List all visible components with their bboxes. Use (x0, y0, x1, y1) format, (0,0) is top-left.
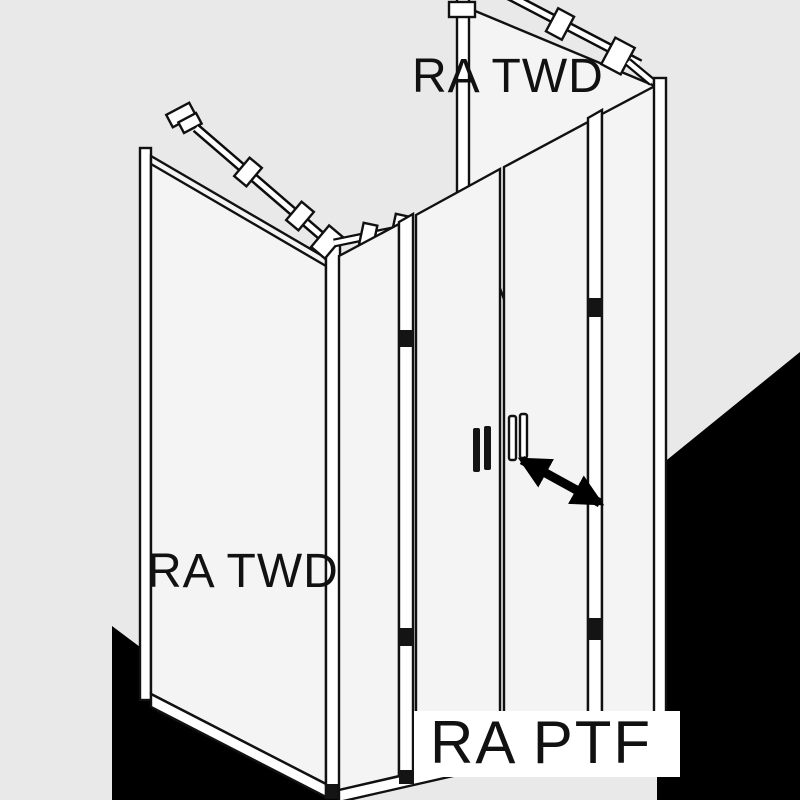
door-swing-arrow-icon (517, 456, 605, 507)
door-post-left (397, 211, 415, 783)
wall-bracket-icon (447, 0, 477, 19)
glass-top-edge (150, 162, 327, 268)
glass-clamp-icon (309, 223, 345, 261)
handle-bar (507, 414, 518, 462)
hinge-icon (400, 330, 413, 347)
swing-door-left (414, 166, 502, 774)
hinge-icon (588, 618, 603, 640)
right-stabilizer-bar (506, 0, 655, 86)
label-right-side-wall: RA TWD (412, 50, 604, 103)
stabilizer-link-inner (626, 60, 654, 84)
door-handle-left (473, 426, 491, 472)
front-fixed-panel-left (337, 222, 401, 792)
glass-clamp-icon (284, 199, 316, 233)
handle-bar (518, 412, 529, 460)
label-front-door: RA PTF (430, 709, 652, 776)
front-fixed-panel-right (600, 84, 657, 732)
hinge-icon (400, 628, 413, 646)
label-left-side-wall: RA TWD (147, 545, 339, 598)
handle-bar (484, 426, 491, 470)
glass-clamp-icon (544, 6, 576, 42)
hinge-icon (588, 298, 603, 317)
left-side-wall (138, 146, 328, 799)
left-wall-profile (138, 146, 153, 702)
corner-foot (325, 784, 341, 798)
label-box (414, 711, 680, 777)
handle-bar (473, 428, 480, 472)
post-foot (399, 770, 414, 784)
black-corner-right (657, 352, 800, 800)
right-wall-profile (652, 76, 668, 722)
glass-clamp-icon (599, 35, 637, 77)
door-post-right (586, 107, 604, 742)
wall-bracket-icon (176, 111, 204, 135)
glass-clamp-icon (232, 155, 264, 189)
